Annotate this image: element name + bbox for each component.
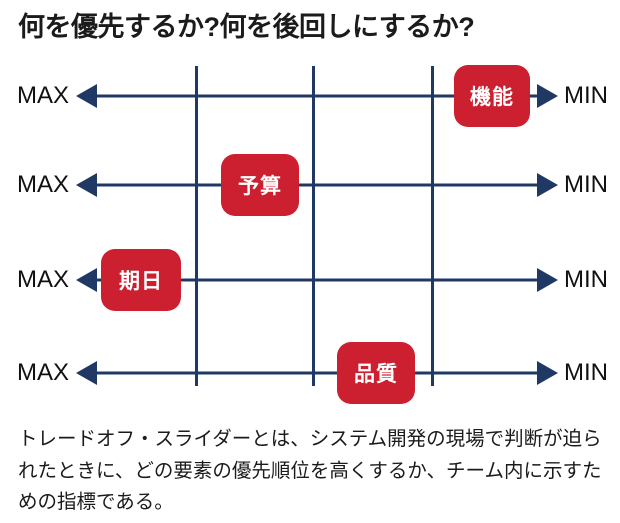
- arrow-left-icon-3: [76, 361, 97, 385]
- axis-label-min-row-0: MIN: [564, 82, 608, 109]
- slider-handle-hinshitsu[interactable]: 品質: [337, 342, 415, 404]
- slider-handle-yosan[interactable]: 予算: [221, 154, 299, 216]
- axis-label-max-row-2: MAX: [17, 266, 70, 293]
- arrow-left-icon-1: [76, 173, 97, 197]
- slider-handle-kijitsu[interactable]: 期日: [101, 249, 181, 311]
- chart-svg: [76, 66, 558, 386]
- axis-label-min-row-2: MIN: [564, 266, 608, 293]
- slider-handle-kinou[interactable]: 機能: [454, 65, 530, 127]
- axis-label-min-row-3: MIN: [564, 359, 608, 386]
- caption-text: トレードオフ・スライダーとは、システム開発の現場で判断が迫られたときに、どの要素…: [18, 428, 602, 514]
- tradeoff-slider-chart: MAX MAX MAX MAX MIN MIN MIN MIN 機能 予算 期日…: [17, 65, 608, 404]
- arrow-right-icon-1: [537, 173, 558, 197]
- axis-label-max-row-1: MAX: [17, 171, 70, 198]
- grid-vertical-lines: [195, 66, 434, 386]
- arrow-left-icon-0: [76, 84, 97, 108]
- arrow-right-icon-0: [537, 84, 558, 108]
- axis-label-min-row-1: MIN: [564, 171, 608, 198]
- slider-row-1: [76, 173, 558, 197]
- arrow-left-icon-2: [76, 268, 97, 292]
- slider-row-3: [76, 361, 558, 385]
- axis-label-max-row-3: MAX: [17, 359, 70, 386]
- page-title: 何を優先するか?何を後回しにするか?: [18, 12, 475, 42]
- axis-label-max-row-0: MAX: [17, 82, 70, 109]
- arrow-right-icon-2: [537, 268, 558, 292]
- arrow-right-icon-3: [537, 361, 558, 385]
